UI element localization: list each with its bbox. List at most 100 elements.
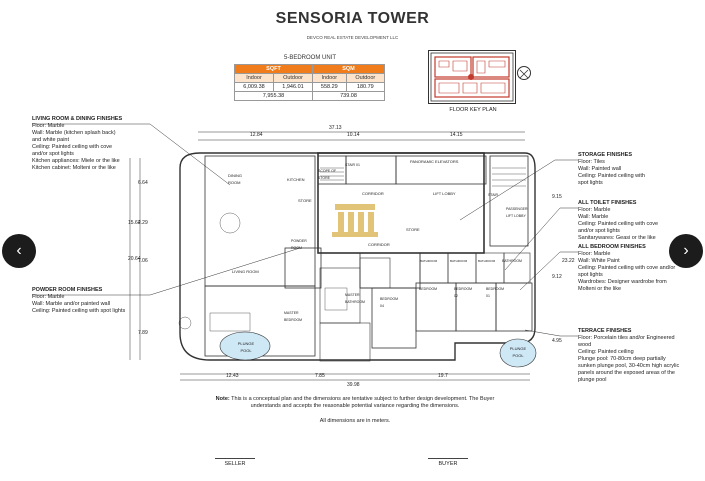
powder-finishes: POWDER ROOM FINISHES Floor: Marble Wall:… xyxy=(32,287,152,315)
powder-line-3: Ceiling: Painted ceiling with spot light… xyxy=(32,308,126,314)
room-powder: POWDER ROOM xyxy=(291,239,307,250)
terrace-line-1: Floor: Porcelain tiles and/or Engineered xyxy=(578,335,675,341)
storage-line-4: spot lights xyxy=(578,180,603,186)
bedroom-line-2: Wall: White Paint xyxy=(578,258,620,264)
terrace-finishes-title: TERRACE FINISHES xyxy=(578,328,632,334)
dim-right-4: 4.95 xyxy=(552,338,562,344)
living-line-3: and white paint xyxy=(32,137,69,143)
storage-line-3: Ceiling: Painted ceiling with xyxy=(578,173,645,179)
dim-top-total: 37.13 xyxy=(329,125,342,131)
room-plunge-left: PLUNGE POOL xyxy=(237,341,255,353)
bedroom-finishes-title: ALL BEDROOM FINISHES xyxy=(578,244,646,250)
room-bath-a: BATHROOM xyxy=(420,259,438,263)
chevron-right-icon: › xyxy=(683,242,689,259)
room-store: STORE xyxy=(298,198,312,203)
prev-image-button[interactable]: ‹ xyxy=(2,234,36,268)
terrace-line-6: panels around the exposed areas of the xyxy=(578,370,675,376)
powder-line-2: Wall: Marble and/or painted wall xyxy=(32,301,111,307)
bedroom-line-6: Molteni or the like xyxy=(578,286,622,292)
room-bathroom: BATHROOM xyxy=(502,259,522,263)
dim-right-1: 9.15 xyxy=(552,194,562,200)
living-line-7: Kitchen cabinet: Molteni or the like xyxy=(32,165,116,171)
room-bath-c: BATHROOM xyxy=(478,259,496,263)
toilet-line-4: and/or spot lights xyxy=(578,228,620,234)
terrace-line-2: wood xyxy=(578,342,592,348)
room-master-bed: MASTER BEDROOM xyxy=(284,311,303,322)
powder-finishes-title: POWDER ROOM FINISHES xyxy=(32,287,103,293)
storage-line-2: Wall: Painted wall xyxy=(578,166,622,172)
floor-key-plan xyxy=(428,50,516,104)
terrace-line-5: sunken plunge pool, 30-40cm high acrylic xyxy=(578,363,680,369)
dim-left-4: 20.64 xyxy=(128,256,141,262)
living-finishes-title: LIVING ROOM & DINING FINISHES xyxy=(32,116,123,122)
dim-top-1: 12.84 xyxy=(250,132,263,138)
terrace-line-4: Plunge pool: 70-80cm deep partially xyxy=(578,356,666,362)
room-plunge-right: PLUNGE POOL xyxy=(509,346,527,358)
plunge-pool-left xyxy=(219,331,271,361)
room-store-2: STORE xyxy=(406,227,420,232)
bedroom-line-3: Ceiling: Painted ceiling with cove and/o… xyxy=(578,265,676,271)
room-corridor-2: CORRIDOR xyxy=(368,242,390,247)
room-dining: DINING ROOM xyxy=(228,173,242,185)
room-passenger-lift: PASSENGER LIFT LOBBY xyxy=(506,207,528,218)
unit-type: 5-BEDROOM UNIT xyxy=(283,55,336,61)
room-master-bath: MASTER BATHROOM xyxy=(345,293,365,304)
living-finishes: LIVING ROOM & DINING FINISHES Floor: Mar… xyxy=(32,116,172,172)
key-plan-drawing xyxy=(430,52,514,102)
dim-right-3: 9.12 xyxy=(552,274,562,280)
buyer-label: BUYER xyxy=(438,461,458,467)
room-lift-lobby: LIFT LOBBY xyxy=(433,191,456,196)
storage-finishes: STORAGE FINISHES Floor: Tiles Wall: Pain… xyxy=(578,152,678,187)
room-bath-b: BATHROOM xyxy=(450,259,468,263)
living-line-1: Floor: Marble xyxy=(32,123,65,129)
seller-label: SELLER xyxy=(224,461,246,467)
dim-left-3: 2.29 xyxy=(138,220,148,226)
room-bedroom-02: BEDROOM 02 xyxy=(454,287,473,298)
dim-left-6: 7.89 xyxy=(138,330,148,336)
room-bedroom-01: BEDROOM 01 xyxy=(486,287,505,298)
room-corridor-1: CORRIDOR xyxy=(362,191,384,196)
toilet-line-3: Ceiling: Painted ceiling with cove xyxy=(578,221,659,227)
dim-bottom-3: 19.7 xyxy=(438,373,448,379)
powder-line-1: Floor: Marble xyxy=(32,294,65,300)
seller-signature-line xyxy=(215,458,255,459)
living-line-4: Ceiling: Painted ceiling with cove xyxy=(32,144,113,150)
units-note: All dimensions are in meters. xyxy=(319,418,391,424)
room-elevators: PANORAMIC ELEVATORS xyxy=(410,159,459,164)
developer-name: DEVCO REAL ESTATE DEVELOPMENT LLC xyxy=(306,35,399,40)
dim-bottom-1: 12.43 xyxy=(226,373,239,379)
bedroom-line-1: Floor: Marble xyxy=(578,251,611,257)
dim-top-3: 14.15 xyxy=(450,132,463,138)
next-image-button[interactable]: › xyxy=(669,234,703,268)
disclaimer-note: Note: This is a conceptual plan and the … xyxy=(205,396,505,410)
bedroom-line-4: spot lights xyxy=(578,272,603,278)
terrace-line-7: plunge pool xyxy=(578,377,607,383)
buyer-signature-line xyxy=(428,458,468,459)
note-text: This is a conceptual plan and the dimens… xyxy=(231,396,495,409)
toilet-finishes: ALL TOILET FINISHES Floor: Marble Wall: … xyxy=(578,200,678,242)
plunge-pool-right xyxy=(499,338,537,368)
terrace-line-3: Ceiling: Painted ceiling xyxy=(578,349,634,355)
toilet-line-1: Floor: Marble xyxy=(578,207,611,213)
dim-left-2: 15.64 xyxy=(128,220,141,226)
floor-plan xyxy=(129,131,537,381)
dim-bottom-total: 39.98 xyxy=(347,382,360,388)
toilet-finishes-title: ALL TOILET FINISHES xyxy=(578,200,637,206)
room-stair: STAIR 01 xyxy=(345,163,360,167)
room-living: LIVING ROOM xyxy=(232,269,259,274)
bedroom-finishes: ALL BEDROOM FINISHES Floor: Marble Wall:… xyxy=(578,244,678,293)
living-line-6: Kitchen appliances: Miele or the like xyxy=(32,158,120,164)
living-line-5: and/or spot lights xyxy=(32,151,74,157)
area-table: SQFT SQM Indoor Outdoor Indoor Outdoor 6… xyxy=(234,64,386,101)
plan-outline xyxy=(129,131,536,381)
bedroom-line-5: Wardrobes: Designer wardrobe from xyxy=(578,279,667,285)
toilet-line-5: Sanitarywares: Geasi or the like xyxy=(578,235,656,241)
room-scope-store: SCOPE OF STORE xyxy=(318,169,337,180)
dim-left-5: 7.06 xyxy=(138,258,148,264)
storage-finishes-title: STORAGE FINISHES xyxy=(578,152,632,158)
toilet-line-2: Wall: Marble xyxy=(578,214,609,220)
room-bedroom: BEDROOM xyxy=(419,287,438,291)
room-kitchen: KITCHEN xyxy=(287,177,305,182)
dim-bottom-2: 7.85 xyxy=(315,373,325,379)
